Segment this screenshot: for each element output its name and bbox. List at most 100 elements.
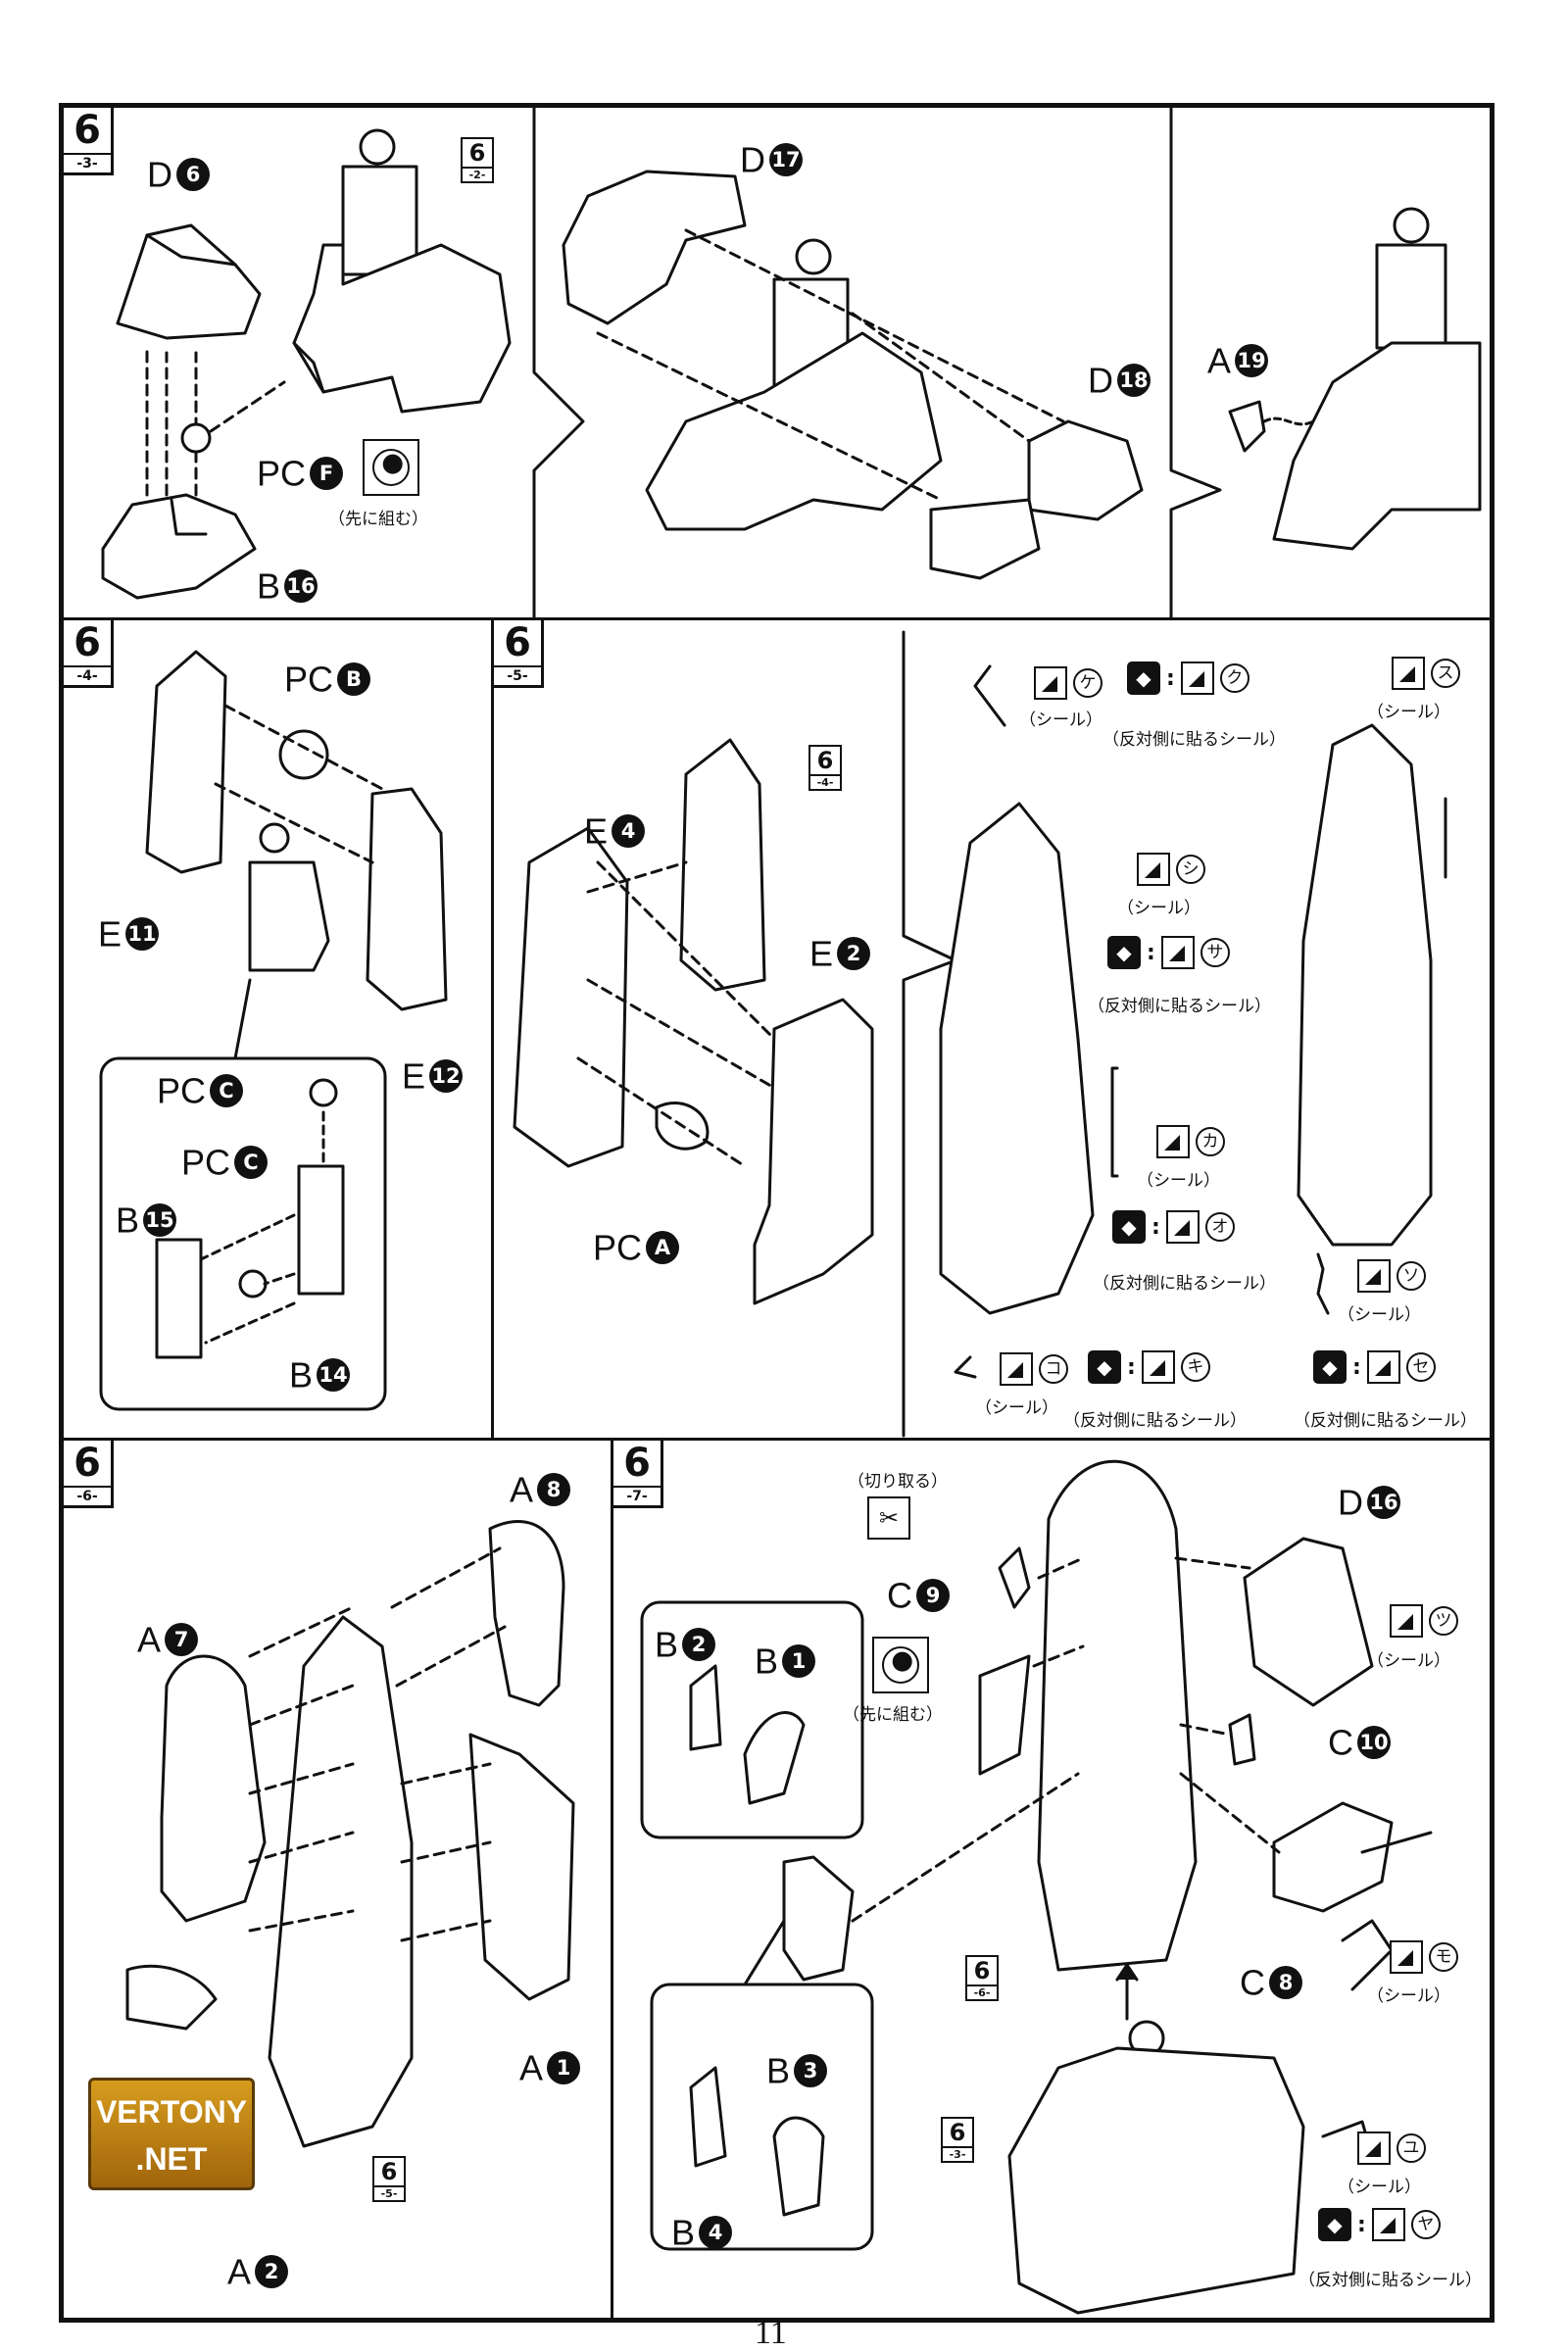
seal-ya-caption: （反対側に貼るシール） [1298,2271,1482,2290]
part-c9 [998,1546,1031,1609]
seal-tsu-caption: （シール） [1367,1651,1450,1671]
ref-6-2: 6-2- [461,137,494,183]
seal-sa: ◆:サ [1107,936,1230,969]
part-d18 [929,419,1144,580]
seal-icon [1390,1604,1423,1638]
seal-ko: コ [1000,1352,1068,1386]
seal-ya: ◆:ヤ [1318,2208,1441,2241]
swap-side-icon: ◆ [1313,1350,1347,1384]
swap-side-icon: ◆ [1107,936,1141,969]
part-e4-frame [513,826,629,1168]
part-b2 [689,1664,722,1751]
seal-ka: カ [1156,1125,1225,1158]
part-e11 [145,650,227,874]
part-leg-core-6-5 [268,1615,414,2148]
part-d6-shell [116,223,262,340]
part-c8 [1272,1801,1394,1913]
seal-yu-caption: （シール） [1338,2178,1421,2197]
part-d16-leg [1243,1537,1374,1707]
cut-off-note: （切り取る） [848,1472,948,1492]
seal-ke-caption: （シール） [1019,710,1102,730]
part-pc-c-small [238,1269,268,1298]
ref-6-3: 6-3- [941,2117,974,2163]
part-torso-right [1272,207,1482,551]
part-b1-side [978,1654,1031,1776]
part-c10 [1228,1713,1256,1766]
seal-icon [1000,1352,1033,1386]
seal-icon [1137,853,1170,886]
part-b3 [772,2116,825,2217]
part-pc-f [180,422,212,454]
seal-so-caption: （シール） [1338,1305,1421,1325]
part-torso-mid [645,238,943,531]
seal-ka-caption: （シール） [1137,1171,1220,1191]
part-b14 [297,1078,345,1296]
seal-so: ソ [1357,1259,1426,1293]
part-b4 [689,2066,727,2168]
step-badge: 6-3- [64,108,114,175]
seal-o: ◆:オ [1112,1210,1235,1244]
leg-assembly-inner [1297,723,1433,1247]
seal-su: ス [1392,657,1460,690]
swap-side-icon: ◆ [1112,1210,1146,1244]
seal-ku-caption: （反対側に貼るシール） [1102,730,1286,750]
seal-icon [1165,1210,1200,1244]
seal-se-caption: （反対側に貼るシール） [1294,1411,1477,1431]
leg-assembly-outer [939,802,1095,1315]
part-e2 [753,998,874,1305]
part-joint-block [248,860,330,972]
seal-icon [1160,936,1195,969]
part-leg-6-6 [1037,1459,1198,1972]
step-badge: 6-4- [64,620,114,688]
part-torso-6-3 [292,128,512,414]
seal-icon [1034,666,1067,700]
ref-6-5: 6-5- [372,2156,406,2202]
part-a19 [1228,400,1266,453]
seal-shi: シ [1137,853,1205,886]
part-e12 [366,787,448,1011]
seal-ki: ◆:キ [1088,1350,1210,1384]
part-a1 [468,1733,575,2001]
part-a7 [160,1654,267,1923]
part-lower-torso-6-3 [1007,2020,1305,2315]
seal-icon [1371,2208,1405,2241]
part-b1 [743,1711,806,1805]
seal-se: ◆:セ [1313,1350,1436,1384]
assemble-first-note: （先に組む） [843,1705,943,1725]
ref-6-4: 6-4- [808,745,842,791]
seal-ki-caption: （反対側に貼るシール） [1063,1411,1247,1431]
seal-tsu: ツ [1390,1604,1458,1638]
part-a8 [488,1520,565,1707]
scissors-icon: ✂ [867,1496,910,1540]
seal-sa-caption: （反対側に貼るシール） [1088,997,1271,1016]
seal-icon [1392,657,1425,690]
seal-su-caption: （シール） [1367,703,1450,722]
assemble-first-icon [363,439,419,496]
part-b3-side [782,1855,855,1982]
seal-mo: モ [1390,1940,1458,1974]
seal-icon [1366,1350,1400,1384]
